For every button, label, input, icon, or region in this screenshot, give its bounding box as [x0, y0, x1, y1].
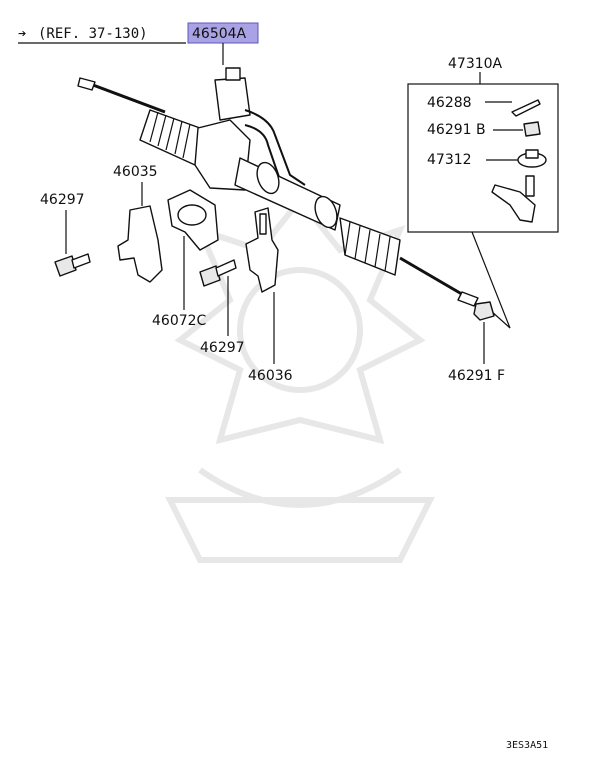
cotter-pin-part — [511, 99, 541, 117]
part-label-46288[interactable]: 46288 — [427, 95, 472, 111]
part-label-46297-center[interactable]: 46297 — [200, 340, 245, 356]
bushing-46072c-part — [167, 189, 219, 251]
kit-leader-a — [471, 231, 511, 329]
part-label-46291b[interactable]: 46291 B — [427, 122, 486, 138]
reference-arrow-icon: ➔ — [18, 26, 26, 42]
part-label-46504a[interactable]: 46504A — [192, 26, 247, 42]
bolt-center-part — [199, 259, 237, 287]
reference-link[interactable]: (REF. 37-130) — [38, 26, 148, 42]
nut-part — [473, 301, 495, 321]
part-label-46072c[interactable]: 46072C — [152, 313, 207, 329]
kit-box — [407, 83, 559, 233]
part-label-46291f[interactable]: 46291 F — [448, 368, 505, 384]
castle-nut-part — [523, 121, 541, 137]
diagram-code: 3ES3A51 — [506, 740, 548, 751]
part-label-46297-left[interactable]: 46297 — [40, 192, 85, 208]
clamp-46036-part — [245, 207, 279, 293]
bolt-left-part — [54, 253, 91, 277]
part-label-47310a[interactable]: 47310A — [448, 56, 503, 72]
part-label-46036[interactable]: 46036 — [248, 368, 293, 384]
part-label-46035[interactable]: 46035 — [113, 164, 158, 180]
clamp-46035-part — [117, 205, 163, 283]
tie-rod-end-part — [491, 175, 536, 223]
part-label-47312[interactable]: 47312 — [427, 152, 472, 168]
steering-rack-assembly — [77, 67, 479, 307]
